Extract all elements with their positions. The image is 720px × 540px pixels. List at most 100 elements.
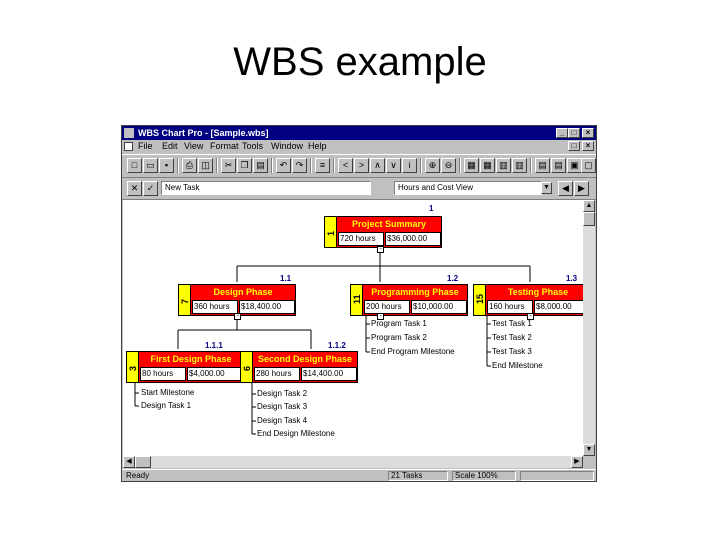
task-item[interactable]: Design Task 3 [257, 402, 308, 411]
move-down-icon[interactable]: ∨ [386, 158, 401, 173]
collapse-toggle[interactable]: - [527, 313, 534, 320]
info-icon[interactable]: i [402, 158, 417, 173]
wbs-node-cost: $18,400.00 [239, 300, 295, 314]
collapse-toggle[interactable]: - [377, 246, 384, 253]
task-item[interactable]: Test Task 3 [492, 347, 532, 356]
menu-file[interactable]: File [138, 141, 153, 151]
layout-2-icon[interactable]: ▤ [551, 158, 566, 173]
task-item[interactable]: End Program Milestone [371, 347, 455, 356]
prev-view-icon[interactable]: ◀ [558, 181, 573, 196]
entry-bar: ✕ ✓ New Task Hours and Cost View ▼ ◀ ▶ [122, 177, 596, 200]
wbs-node-hours: 360 hours [192, 300, 238, 314]
task-item[interactable]: Design Task 2 [257, 389, 308, 398]
horizontal-scroll-thumb[interactable] [135, 456, 151, 468]
wbs-chart-canvas[interactable]: 1 1 Project Summary 720 hours $36,000.00… [123, 200, 583, 456]
task-item[interactable]: Design Task 1 [141, 401, 192, 410]
title-bar[interactable]: WBS Chart Pro - [Sample.wbs] _ □ × [122, 126, 596, 140]
close-button[interactable]: × [582, 128, 594, 138]
maximize-button[interactable]: □ [568, 128, 580, 138]
align-icon[interactable]: ≡ [315, 158, 330, 173]
chart-style-3-icon[interactable]: ▥ [496, 158, 511, 173]
redo-icon[interactable]: ↷ [292, 158, 307, 173]
task-item[interactable]: Test Task 2 [492, 333, 532, 342]
vertical-scroll-thumb[interactable] [583, 212, 595, 226]
menu-format[interactable]: Format [210, 141, 239, 151]
minimize-button[interactable]: _ [556, 128, 568, 138]
collapse-toggle[interactable]: - [377, 313, 384, 320]
wbs-node-hours: 280 hours [254, 367, 300, 381]
layout-1-icon[interactable]: ▤ [535, 158, 550, 173]
task-item[interactable]: Test Task 1 [492, 319, 532, 328]
wbs-node-testing-phase[interactable]: 15 Testing Phase 160 hours $8,000.00 [473, 284, 583, 316]
wbs-node-hours: 720 hours [338, 232, 384, 246]
print-preview-icon[interactable]: ◫ [198, 158, 213, 173]
doc-close-button[interactable]: × [582, 141, 594, 151]
move-up-icon[interactable]: ∧ [370, 158, 385, 173]
task-name-input[interactable]: New Task [161, 181, 371, 195]
menu-bar: File Edit View Format Tools Window Help … [122, 140, 596, 153]
menu-edit[interactable]: Edit [162, 141, 178, 151]
wbs-node-number: 7 [180, 298, 190, 304]
document-icon[interactable] [124, 142, 133, 151]
menu-window[interactable]: Window [271, 141, 304, 151]
toolbar-separator [530, 158, 532, 173]
scroll-up-icon[interactable]: ▲ [583, 200, 595, 212]
copy-icon[interactable]: ❐ [237, 158, 252, 173]
wbs-node-name: Design Phase [213, 287, 273, 297]
wbs-code-root: 1 [429, 204, 434, 213]
chart-style-4-icon[interactable]: ▥ [512, 158, 527, 173]
wbs-node-first-design-phase[interactable]: 3 First Design Phase 80 hours $4,000.00 [126, 351, 244, 383]
save-icon[interactable]: ▪ [159, 158, 174, 173]
cancel-entry-icon[interactable]: ✕ [127, 181, 142, 196]
task-item[interactable]: Start Milestone [141, 388, 195, 397]
scroll-left-icon[interactable]: ◀ [123, 456, 135, 468]
menu-help[interactable]: Help [308, 141, 327, 151]
app-window: WBS Chart Pro - [Sample.wbs] _ □ × File … [121, 125, 597, 482]
task-item[interactable]: End Design Milestone [257, 429, 335, 438]
layout-4-icon[interactable]: ▢ [581, 158, 596, 173]
open-icon[interactable]: ▭ [143, 158, 158, 173]
accept-entry-icon[interactable]: ✓ [143, 181, 158, 196]
zoom-out-icon[interactable]: ⊖ [441, 158, 456, 173]
chart-style-2-icon[interactable]: ▦ [480, 158, 495, 173]
cut-icon[interactable]: ✂ [221, 158, 236, 173]
paste-icon[interactable]: ▤ [253, 158, 268, 173]
wbs-node-programming-phase[interactable]: 11 Programming Phase 200 hours $10,000.0… [350, 284, 468, 316]
horizontal-scrollbar[interactable]: ◀ ▶ [123, 456, 583, 468]
wbs-code-first-design: 1.1.1 [205, 341, 223, 350]
move-right-icon[interactable]: > [354, 158, 369, 173]
move-left-icon[interactable]: < [338, 158, 353, 173]
wbs-node-project-summary[interactable]: 1 Project Summary 720 hours $36,000.00 [324, 216, 442, 248]
status-extra [520, 471, 594, 481]
new-icon[interactable]: □ [127, 158, 142, 173]
chart-style-1-icon[interactable]: ▦ [464, 158, 479, 173]
scroll-down-icon[interactable]: ▼ [583, 444, 595, 456]
view-dropdown-arrow-icon[interactable]: ▼ [541, 182, 552, 194]
status-bar: Ready 21 Tasks Scale 100% [122, 469, 596, 481]
toolbar-separator [177, 158, 179, 173]
print-icon[interactable]: ⎙ [182, 158, 197, 173]
wbs-node-second-design-phase[interactable]: 6 Second Design Phase 280 hours $14,400.… [240, 351, 358, 383]
menu-tools[interactable]: Tools [242, 141, 264, 151]
task-item[interactable]: Design Task 4 [257, 416, 308, 425]
task-item[interactable]: Program Task 2 [371, 333, 427, 342]
zoom-in-icon[interactable]: ⊕ [425, 158, 440, 173]
task-item[interactable]: End Milestone [492, 361, 543, 370]
menu-view[interactable]: View [184, 141, 204, 151]
wbs-code-design: 1.1 [280, 274, 292, 283]
wbs-node-cost: $8,000.00 [534, 300, 583, 314]
task-item[interactable]: Program Task 1 [371, 319, 427, 328]
wbs-code-second-design: 1.1.2 [328, 341, 346, 350]
vertical-scrollbar[interactable]: ▲ ▼ [583, 200, 595, 456]
wbs-node-hours: 80 hours [140, 367, 186, 381]
wbs-node-name: Second Design Phase [257, 354, 353, 364]
view-select[interactable]: Hours and Cost View [394, 181, 542, 195]
collapse-toggle[interactable]: - [234, 313, 241, 320]
wbs-node-design-phase[interactable]: 7 Design Phase 360 hours $18,400.00 [178, 284, 296, 316]
layout-3-icon[interactable]: ▣ [567, 158, 582, 173]
doc-restore-button[interactable]: □ [568, 141, 580, 151]
app-icon[interactable] [124, 128, 134, 138]
undo-icon[interactable]: ↶ [276, 158, 291, 173]
scroll-right-icon[interactable]: ▶ [571, 456, 583, 468]
next-view-icon[interactable]: ▶ [574, 181, 589, 196]
